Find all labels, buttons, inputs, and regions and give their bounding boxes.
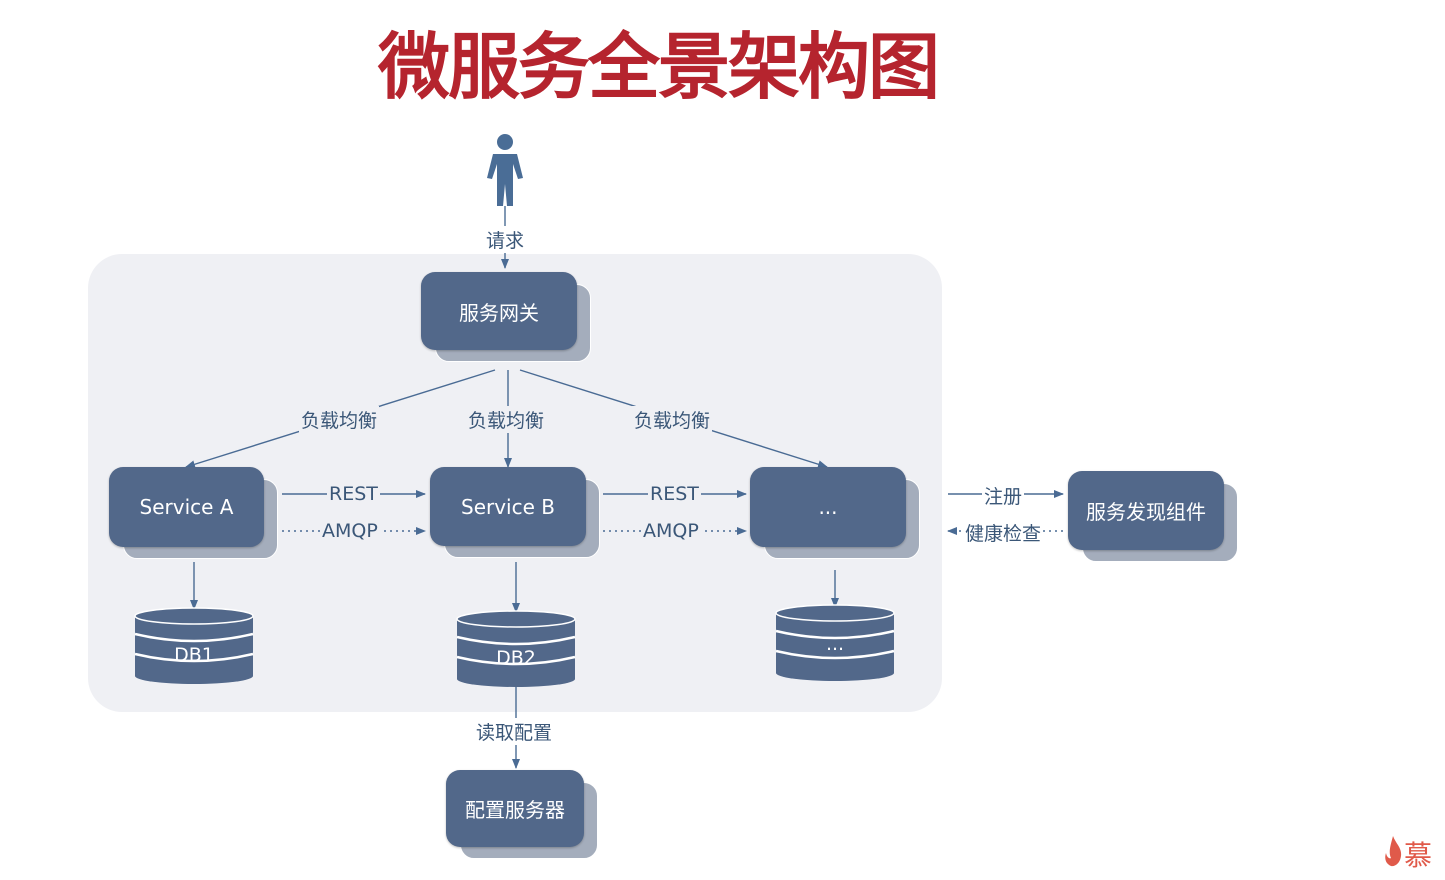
amqp-label-1: AMQP xyxy=(320,520,380,542)
db1-cylinder xyxy=(134,607,254,684)
flame-logo-icon: 慕 xyxy=(1382,834,1442,876)
db-more-label: ... xyxy=(825,633,845,655)
health-check-label: 健康检查 xyxy=(963,519,1044,546)
discovery-node: 服务发现组件 xyxy=(1068,471,1238,562)
db2-cylinder xyxy=(456,610,576,687)
config-server-node: 配置服务器 xyxy=(446,770,598,859)
logo-text: 慕 xyxy=(1404,839,1433,872)
register-label: 注册 xyxy=(982,482,1025,509)
service-b-label: Service B xyxy=(430,467,586,546)
config-server-label: 配置服务器 xyxy=(446,770,584,847)
db2: DB2 xyxy=(457,611,575,687)
db-more-cylinder xyxy=(775,604,895,681)
rest-label-1: REST xyxy=(327,483,380,505)
lb-label-b: 负载均衡 xyxy=(466,406,547,433)
service-more-label: ... xyxy=(750,467,906,547)
lb-label-a: 负载均衡 xyxy=(299,406,380,433)
request-label: 请求 xyxy=(484,226,527,253)
gateway-label: 服务网关 xyxy=(421,272,577,350)
amqp-label-2: AMQP xyxy=(641,520,701,542)
service-a-label: Service A xyxy=(109,467,264,547)
diagram-title: 微服务全景架构图 xyxy=(378,25,940,109)
discovery-label: 服务发现组件 xyxy=(1068,471,1224,550)
service-b-node: Service B xyxy=(430,467,600,558)
rest-label-2: REST xyxy=(648,483,701,505)
db-more: ... xyxy=(776,605,894,681)
service-more-node: ... xyxy=(750,467,920,559)
service-a-node: Service A xyxy=(109,467,278,559)
lb-label-more: 负载均衡 xyxy=(632,406,713,433)
read-config-label: 读取配置 xyxy=(474,718,555,745)
db1: DB1 xyxy=(135,608,253,684)
db2-label: DB2 xyxy=(496,647,536,669)
user-icon xyxy=(487,134,523,206)
db1-label: DB1 xyxy=(174,644,214,666)
gateway-node: 服务网关 xyxy=(421,272,591,362)
